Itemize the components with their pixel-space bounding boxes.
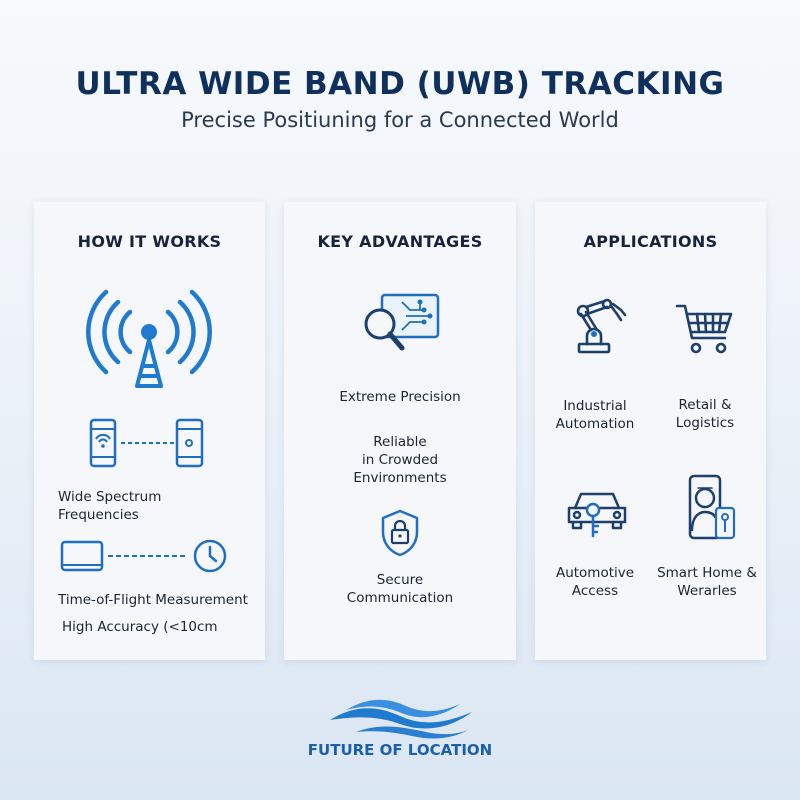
how-it-works-title: HOW IT WORKS bbox=[77, 232, 222, 251]
industrial-automation-label: Industrial Automation bbox=[535, 397, 655, 433]
applications-panel: APPLICATIONS Industrial Automation bbox=[535, 202, 766, 660]
automotive-line1: Automotive bbox=[555, 565, 635, 581]
retail-logistics-label: Retail & Logistics bbox=[645, 396, 765, 432]
page-subtitle: Precise Positiuning for a Connected Worl… bbox=[181, 108, 619, 132]
shield-lock-icon bbox=[381, 509, 419, 557]
high-accuracy-label: High Accuracy (<10cm bbox=[62, 619, 218, 635]
reliable-line2: in Crowded bbox=[361, 452, 439, 468]
applications-title: APPLICATIONS bbox=[583, 232, 718, 251]
automotive-access-label: Automotive Access bbox=[535, 564, 655, 600]
magnifier-chip-icon bbox=[364, 293, 440, 351]
retail-line2: Logistics bbox=[675, 415, 735, 431]
device-clock-icon bbox=[60, 539, 227, 573]
time-of-flight-label: Time-of-Flight Measurement bbox=[58, 592, 248, 608]
secure-communication-label: Secure Communication bbox=[284, 571, 516, 607]
key-advantages-panel: KEY ADVANTAGES Extreme Precision Reliabl… bbox=[284, 202, 516, 660]
phones-link-icon bbox=[89, 418, 204, 468]
secure-line2: Communication bbox=[346, 590, 454, 606]
reliable-label: Reliable in Crowded Environments bbox=[284, 433, 516, 487]
shopping-cart-icon bbox=[675, 304, 733, 354]
antenna-tower-icon bbox=[86, 289, 212, 388]
smart-home-line2: Werarles bbox=[677, 583, 737, 599]
smart-home-line1: Smart Home & bbox=[657, 565, 757, 581]
smart-home-label: Smart Home & Werarles bbox=[647, 564, 767, 600]
secure-line1: Secure bbox=[376, 572, 424, 588]
extreme-precision-label: Extreme Precision bbox=[339, 389, 461, 405]
robot-arm-icon bbox=[576, 298, 627, 354]
wide-spectrum-label: Wide Spectrum Frequencies bbox=[58, 488, 161, 524]
waves-logo bbox=[330, 699, 472, 739]
page-title: ULTRA WIDE BAND (UWB) TRACKING bbox=[75, 66, 725, 102]
phone-person-icon bbox=[688, 474, 736, 540]
key-advantages-title: KEY ADVANTAGES bbox=[317, 232, 483, 251]
reliable-line3: Environments bbox=[353, 470, 447, 486]
industrial-line2: Automation bbox=[555, 416, 635, 432]
wide-spectrum-line2: Frequencies bbox=[58, 507, 139, 523]
car-key-icon bbox=[567, 492, 627, 538]
automotive-line2: Access bbox=[571, 583, 619, 599]
how-it-works-panel: HOW IT WORKS Wide Spectrum Freq bbox=[34, 202, 265, 660]
retail-line1: Retail & bbox=[678, 397, 732, 413]
footer-tagline: FUTURE OF LOCATION bbox=[307, 741, 493, 759]
wide-spectrum-line1: Wide Spectrum bbox=[58, 489, 162, 505]
industrial-line1: Industrial bbox=[563, 398, 627, 414]
reliable-line1: Reliable bbox=[373, 434, 427, 450]
